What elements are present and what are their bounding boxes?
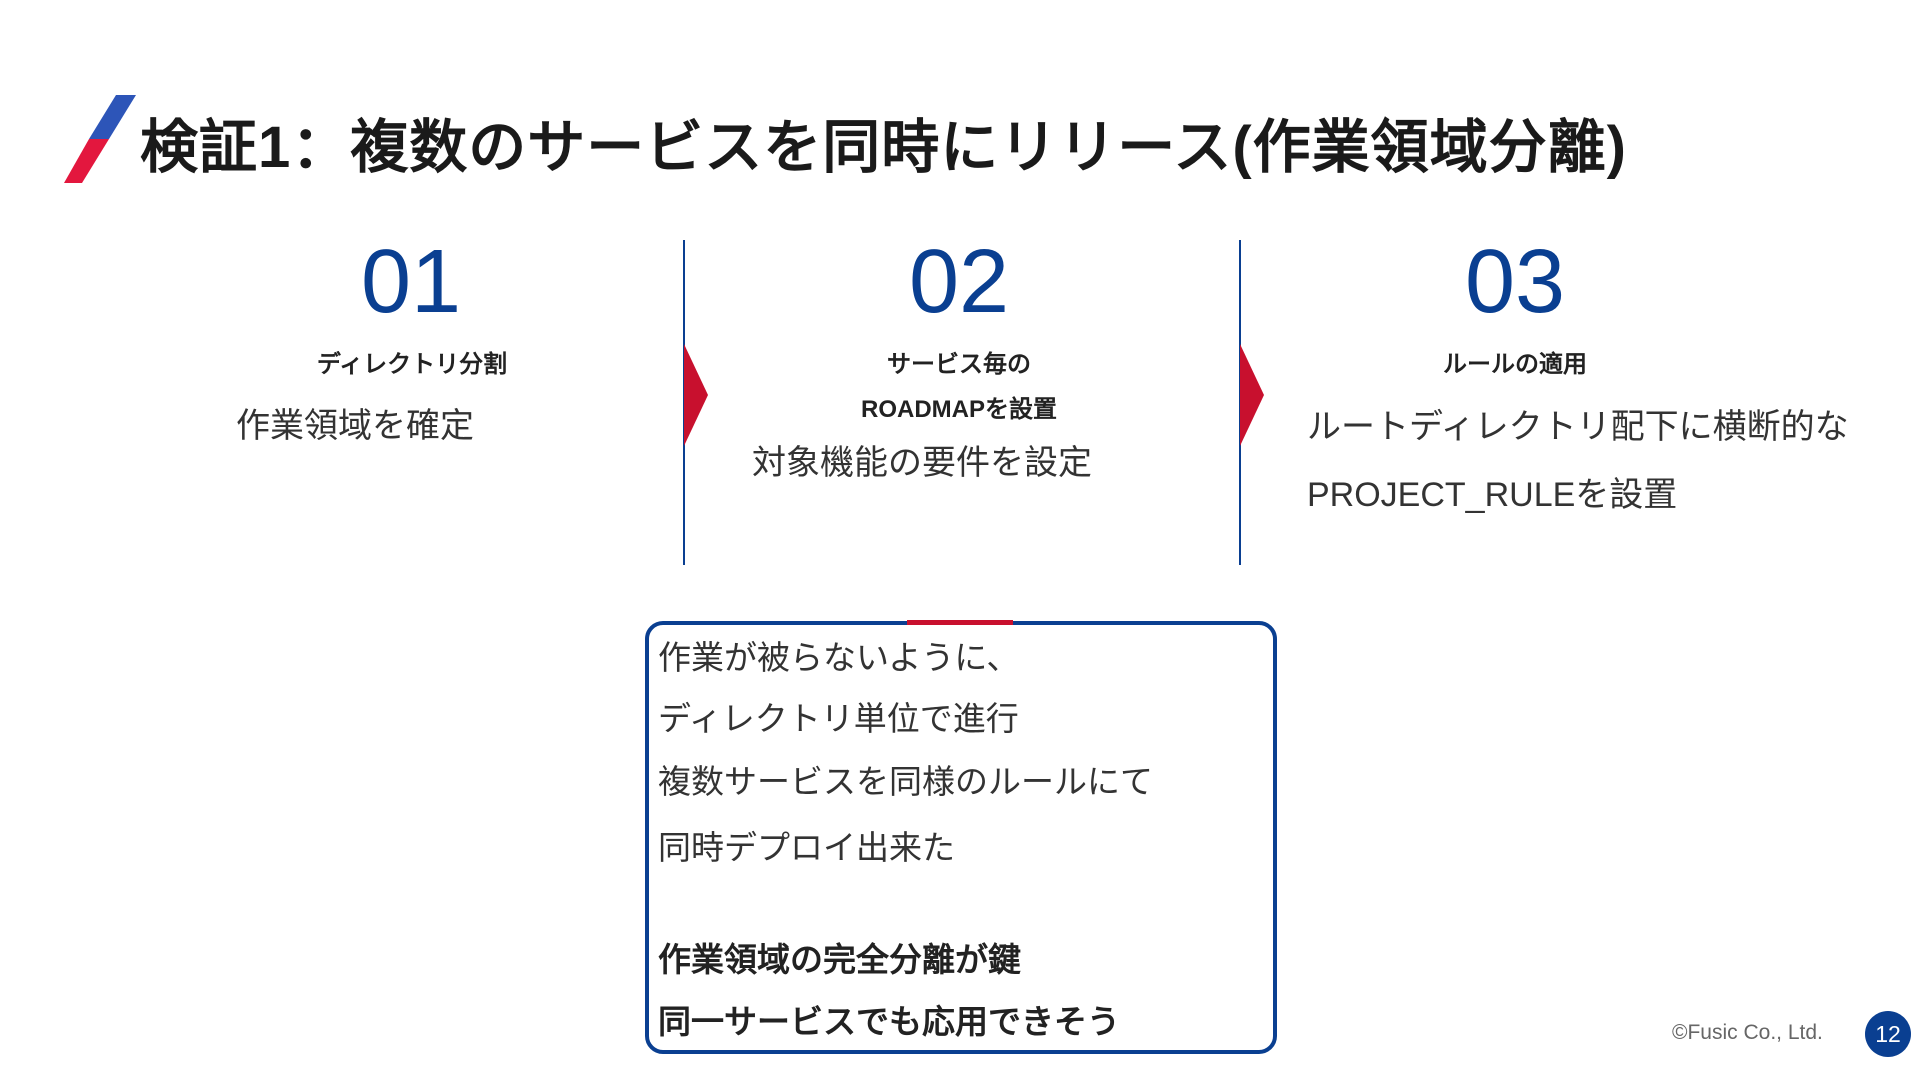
step-1-subtitle: ディレクトリ分割 xyxy=(316,351,508,378)
copyright: ©Fusic Co., Ltd. xyxy=(1672,1021,1823,1044)
slide-title: 検証1：複数のサービスを同時にリリース(作業領域分離) xyxy=(140,115,1627,180)
step-2-body: 対象機能の要件を設定 xyxy=(752,444,1092,482)
step-3-number: 03 xyxy=(1464,232,1566,332)
summary-line: 作業が被らないように、 xyxy=(658,639,1020,676)
summary-emphasis: 同一サービスでも応用できそう xyxy=(658,1003,1120,1040)
brand-slash-logo xyxy=(64,95,136,183)
page-number-badge: 12 xyxy=(1865,1011,1911,1057)
step-3-subtitle: ルールの適用 xyxy=(1443,351,1587,378)
summary-box-accent xyxy=(907,620,1013,625)
summary-line: 複数サービスを同様のルールにて xyxy=(658,763,1153,800)
step-2-subtitle-line-1: サービス毎の xyxy=(887,351,1031,378)
step-1-number: 01 xyxy=(360,232,462,332)
step-2-subtitle-line-2: ROADMAPを設置 xyxy=(861,396,1057,423)
summary-emphasis: 作業領域の完全分離が鍵 xyxy=(658,941,1021,978)
summary-line: 同時デプロイ出来た xyxy=(658,829,955,866)
step-2-number: 02 xyxy=(908,232,1010,332)
chevron-right-icon xyxy=(684,344,708,446)
step-3-body-line-1: ルートディレクトリ配下に横断的な xyxy=(1307,408,1849,446)
summary-line: ディレクトリ単位で進行 xyxy=(658,700,1019,737)
chevron-right-icon xyxy=(1240,344,1264,446)
step-1-body: 作業領域を確定 xyxy=(236,407,474,445)
step-3-body-line-2: PROJECT_RULEを設置 xyxy=(1307,476,1678,514)
